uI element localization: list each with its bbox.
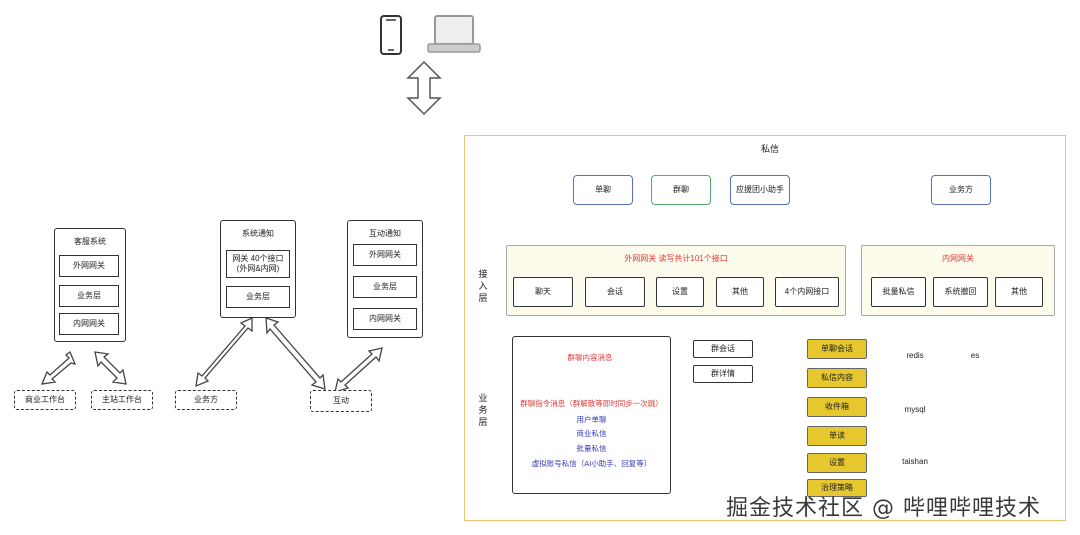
- biz-line-virtual: 虚拟账号私信（AI小助手、回复等）: [531, 459, 652, 468]
- kefu-inner-gateway[interactable]: 内网网关: [59, 313, 119, 335]
- notify-gateway-line1: 网关 40个接口: [232, 254, 284, 263]
- double-arrow-vertical-icon: [406, 60, 442, 116]
- inner-cell-recall[interactable]: 系统撤回: [933, 277, 988, 307]
- outer-cell-inner-apis[interactable]: 4个内网接口: [775, 277, 839, 307]
- interact-title: 互动通知: [369, 229, 401, 238]
- es-label: es: [970, 351, 980, 360]
- outer-cell-other[interactable]: 其他: [716, 277, 764, 307]
- group-session-box[interactable]: 群会话: [693, 340, 753, 358]
- gold-settings[interactable]: 设置: [807, 453, 867, 473]
- biz-logic-box: [512, 336, 671, 494]
- group-detail-box[interactable]: 群详情: [693, 365, 753, 383]
- kefu-title: 客服系统: [74, 237, 106, 246]
- biz-console[interactable]: 商业工作台: [14, 390, 76, 410]
- client-single-chat[interactable]: 单聊: [573, 175, 633, 205]
- gold-inbox[interactable]: 收件箱: [807, 397, 867, 417]
- taishan-label: taishan: [902, 457, 928, 466]
- notify-biz-layer[interactable]: 业务层: [226, 286, 290, 308]
- client-helper[interactable]: 应援团小助手: [730, 175, 790, 205]
- kefu-outer-gateway[interactable]: 外网网关: [59, 255, 119, 277]
- biz-line-user-chat: 用户单聊: [576, 415, 607, 424]
- main-console[interactable]: 主站工作台: [91, 390, 153, 410]
- layer-access-label: 接入层: [478, 269, 488, 303]
- gold-single-read[interactable]: 单读: [807, 426, 867, 446]
- outer-cell-session[interactable]: 会话: [585, 277, 645, 307]
- inner-cell-other[interactable]: 其他: [995, 277, 1043, 307]
- double-arrow-icon: [40, 350, 77, 385]
- double-arrow-icon: [265, 317, 326, 390]
- double-arrow-icon: [334, 347, 383, 393]
- group-cmd-msg: 群聊指令消息（群解散等即时同步一次跳）: [520, 399, 663, 408]
- double-arrow-icon: [195, 316, 253, 388]
- mysql-label: mysql: [904, 405, 926, 414]
- inner-gateway-title: 内网网关: [942, 254, 974, 263]
- gold-msg-content[interactable]: 私信内容: [807, 368, 867, 388]
- client-group-chat[interactable]: 群聊: [651, 175, 711, 205]
- client-biz-party[interactable]: 业务方: [931, 175, 991, 205]
- panel-title: 私信: [760, 144, 779, 154]
- biz-party-left[interactable]: 业务方: [175, 390, 237, 410]
- laptop-icon: [427, 15, 481, 53]
- interact-outer-gateway[interactable]: 外网网关: [353, 244, 417, 266]
- inner-cell-batch[interactable]: 批量私信: [871, 277, 926, 307]
- gold-governance[interactable]: 治理策略: [807, 479, 867, 497]
- outer-cell-chat[interactable]: 聊天: [513, 277, 573, 307]
- watermark: 掘金技术社区 @ 哔哩哔哩技术: [726, 496, 1041, 521]
- phone-icon: [380, 15, 402, 55]
- double-arrow-icon: [94, 351, 127, 385]
- group-content-msg: 群聊内容消息: [567, 353, 613, 362]
- notify-gateway[interactable]: 网关 40个接口 (外网&内网): [226, 250, 290, 278]
- outer-gateway-title: 外网网关 读写共计101个接口: [624, 254, 728, 263]
- redis-label: redis: [906, 351, 924, 360]
- notify-title: 系统通知: [242, 229, 274, 238]
- biz-line-commercial: 商业私信: [576, 429, 607, 438]
- kefu-biz-layer[interactable]: 业务层: [59, 285, 119, 307]
- interact-client[interactable]: 互动: [310, 390, 372, 412]
- biz-line-batch: 批量私信: [576, 444, 607, 453]
- gold-single-session[interactable]: 单聊会话: [807, 339, 867, 359]
- outer-cell-settings[interactable]: 设置: [656, 277, 704, 307]
- interact-biz-layer[interactable]: 业务层: [353, 276, 417, 298]
- interact-inner-gateway[interactable]: 内网网关: [353, 308, 417, 330]
- notify-gateway-line2: (外网&内网): [236, 264, 280, 273]
- layer-biz-label: 业务层: [478, 393, 488, 427]
